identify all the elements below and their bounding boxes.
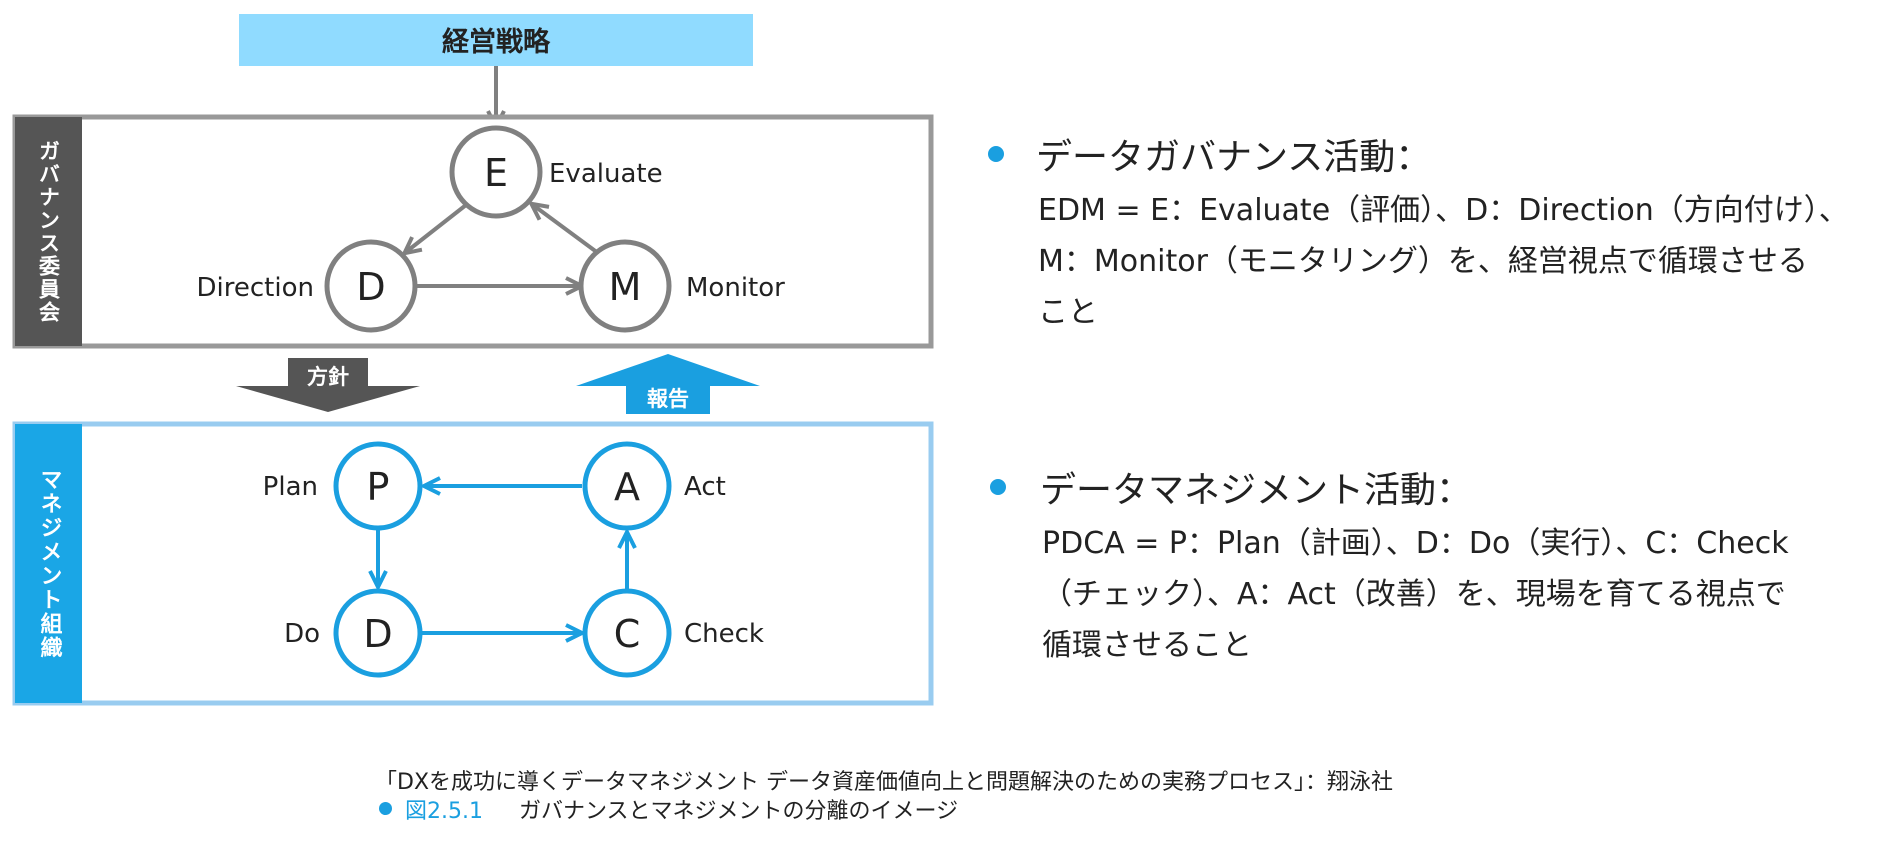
- management-frame: [12, 421, 934, 706]
- governance-side-bar: [15, 117, 82, 346]
- node-plan-letter: P: [367, 465, 390, 509]
- node-evaluate-letter: E: [484, 151, 508, 195]
- bullet-dot-icon: [988, 146, 1004, 162]
- policy-label: 方針: [307, 365, 349, 389]
- arrow-m-to-e: [533, 205, 600, 255]
- bullet-governance-line: こと: [1038, 295, 1098, 330]
- arrow-e-to-d: [406, 203, 468, 252]
- node-monitor-label: Monitor: [686, 273, 785, 303]
- management-side-label: マネジメント組織: [36, 467, 62, 660]
- bullet-governance-line: EDM = E：Evaluate（評価）、D：Direction（方向付け）、: [1038, 193, 1849, 228]
- node-direction-letter: D: [356, 265, 385, 309]
- node-act-label: Act: [684, 472, 726, 502]
- node-monitor-letter: M: [609, 265, 642, 309]
- node-evaluate-label: Evaluate: [549, 159, 663, 189]
- figure-title: ガバナンスとマネジメントの分離のイメージ: [518, 799, 959, 824]
- node-check: [582, 588, 672, 678]
- caption-source: 「DXを成功に導くデータマネジメント データ資産価値向上と問題解決のための実務プ…: [375, 770, 1394, 795]
- bullet-governance-line: M：Monitor（モニタリング）を、経営視点で循環させる: [1038, 244, 1808, 279]
- bullet-management-line: PDCA = P：Plan（計画）、D：Do（実行）、C：Check: [1042, 526, 1789, 561]
- management-side-bar: [15, 424, 82, 703]
- caption-dot-icon: [379, 802, 392, 815]
- node-plan: [333, 441, 423, 531]
- strategy-box: [239, 14, 753, 66]
- node-plan-label: Plan: [263, 472, 318, 502]
- bullet-governance-title: データガバナンス活動：: [1036, 137, 1432, 178]
- node-do: [333, 588, 423, 678]
- node-check-letter: C: [614, 612, 641, 656]
- bullet-management-line: 循環させること: [1042, 628, 1252, 663]
- node-act: [582, 441, 672, 531]
- policy-arrow: [236, 358, 420, 412]
- report-arrow: [576, 354, 760, 414]
- node-do-letter: D: [363, 612, 392, 656]
- bullet-dot-icon: [990, 479, 1006, 495]
- node-direction: [324, 239, 418, 333]
- node-act-letter: A: [614, 465, 640, 509]
- bullet-management-title: データマネジメント活動：: [1040, 470, 1473, 511]
- node-do-label: Do: [284, 619, 320, 649]
- bullet-management-line: （チェック）、A：Act（改善）を、現場を育てる視点で: [1042, 577, 1786, 612]
- caption-figure: 図2.5.1 ガバナンスとマネジメントの分離のイメージ: [405, 793, 958, 825]
- governance-side-label: ガバナンス委員会: [36, 139, 61, 324]
- strategy-label: 経営戦略: [442, 26, 551, 58]
- figure-number: 図2.5.1: [405, 799, 483, 824]
- node-evaluate: [449, 125, 543, 219]
- report-label: 報告: [647, 387, 689, 411]
- node-direction-label: Direction: [197, 273, 314, 303]
- node-check-label: Check: [684, 619, 764, 649]
- node-monitor: [578, 239, 672, 333]
